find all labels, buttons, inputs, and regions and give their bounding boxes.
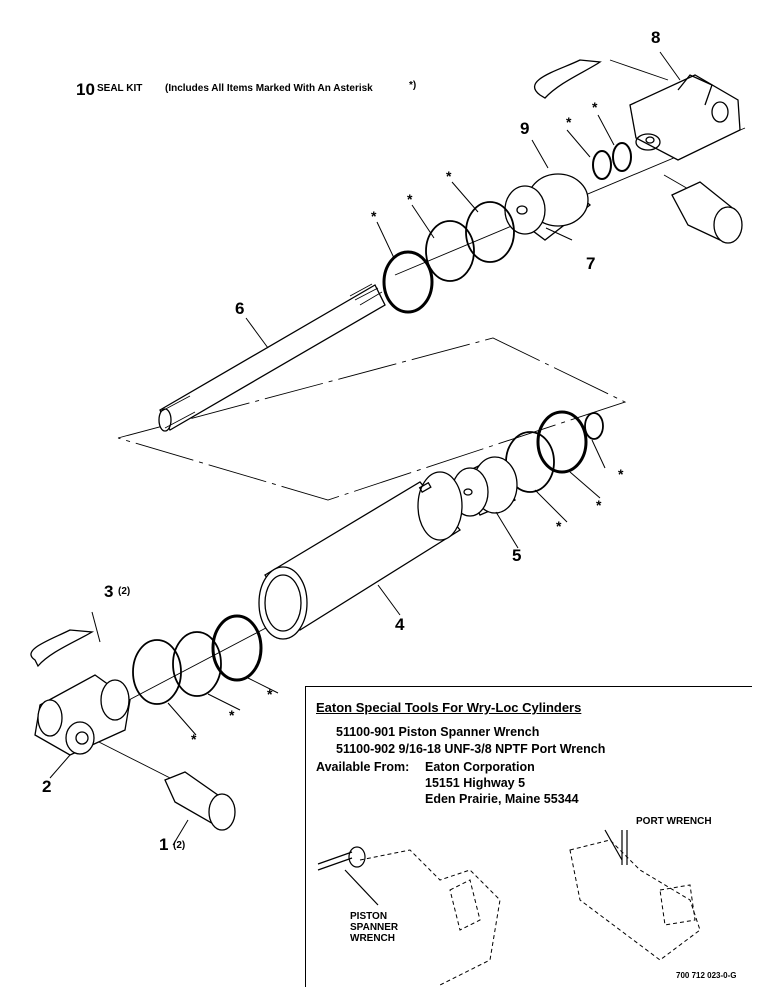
- seal-kit-note-close: *): [409, 80, 417, 91]
- callout-7: 7: [586, 254, 596, 273]
- callout-3: 3: [104, 582, 114, 601]
- port-wrench-label: PORT WRENCH: [636, 816, 712, 827]
- cotter-pin-bottom: [30, 629, 95, 668]
- callout-2: 2: [42, 777, 52, 796]
- clevis-pin-top: [671, 181, 743, 244]
- tool-sketches: [359, 839, 701, 986]
- clevis-part-8: [629, 74, 741, 161]
- cotter-pin-top: [533, 59, 602, 99]
- piston-label-2: SPANNER: [350, 922, 399, 933]
- asterisk-backup-upper: *: [407, 191, 413, 207]
- address-line-1: 15151 Highway 5: [425, 776, 526, 790]
- asterisk-ring-b: *: [592, 99, 598, 115]
- callout-3-qty: (2): [118, 586, 131, 597]
- tools-box-title: Eaton Special Tools For Wry-Loc Cylinder…: [316, 700, 582, 715]
- tool-line-2: 51100-902 9/16-18 UNF-3/8 NPTF Port Wren…: [336, 742, 606, 756]
- snap-ring-lower-left: [132, 639, 182, 705]
- piston-label-3: WRENCH: [350, 933, 395, 944]
- seal-kit-label: SEAL KIT: [97, 83, 143, 94]
- asterisk-backup-lower-right: *: [556, 518, 562, 534]
- pin-axis-line: [94, 739, 179, 783]
- asterisk-ring-a: *: [566, 114, 572, 130]
- ring-lower-small: [584, 412, 604, 440]
- dashed-plane: [117, 337, 627, 501]
- seal-kit-number: 10: [76, 80, 95, 99]
- piston-label-1: PISTON: [350, 911, 388, 922]
- pin-axis-line-top2: [663, 174, 691, 191]
- backup-ring-upper: [425, 220, 475, 282]
- address-line-2: Eden Prairie, Maine 55344: [425, 792, 579, 806]
- clevis-pin-bottom: [164, 771, 236, 831]
- o-ring-lower-right: [536, 410, 588, 474]
- seal-kit-note: (Includes All Items Marked With An Aster…: [165, 83, 373, 94]
- piston-rod-part-6: [158, 283, 386, 432]
- o-ring-lower-left: [211, 614, 263, 682]
- callout-8: 8: [651, 28, 661, 47]
- ring-upper-a: [592, 150, 612, 180]
- o-ring-upper: [382, 250, 434, 314]
- pin-axis-line-top: [609, 59, 669, 81]
- available-from-label: Available From:: [316, 760, 410, 774]
- company-name: Eaton Corporation: [425, 760, 535, 774]
- special-tools-box: Eaton Special Tools For Wry-Loc Cylinder…: [305, 686, 752, 987]
- callout-1: 1: [159, 835, 169, 854]
- document-number: 700 712 023-0-G: [676, 971, 737, 980]
- callout-9: 9: [520, 119, 530, 138]
- ring-upper-b: [612, 142, 632, 172]
- spanner-handle: [317, 851, 353, 865]
- asterisk-oring-lower-left: *: [267, 686, 273, 702]
- asterisk-oring-lower-right: *: [596, 497, 602, 513]
- tool-line-1: 51100-901 Piston Spanner Wrench: [336, 725, 540, 739]
- snap-ring-upper: [465, 201, 515, 263]
- gland-part-7: [503, 173, 592, 241]
- leader-lines: [49, 51, 681, 846]
- callout-6: 6: [235, 299, 245, 318]
- asterisk-snap-upper: *: [446, 168, 452, 184]
- callout-5: 5: [512, 546, 522, 565]
- callout-1-qty: (2): [173, 840, 186, 851]
- asterisk-backup-lower-left: *: [229, 707, 235, 723]
- backup-ring-lower-left: [172, 631, 222, 697]
- barrel-part-4: [258, 471, 463, 640]
- asterisk-ring-lower-small: *: [618, 466, 624, 482]
- asterisk-snap-lower-left: *: [191, 731, 197, 747]
- clevis-part-2: [34, 674, 131, 756]
- callout-4: 4: [395, 615, 405, 634]
- asterisk-oring-upper: *: [371, 208, 377, 224]
- wrench-drawings: [317, 829, 628, 906]
